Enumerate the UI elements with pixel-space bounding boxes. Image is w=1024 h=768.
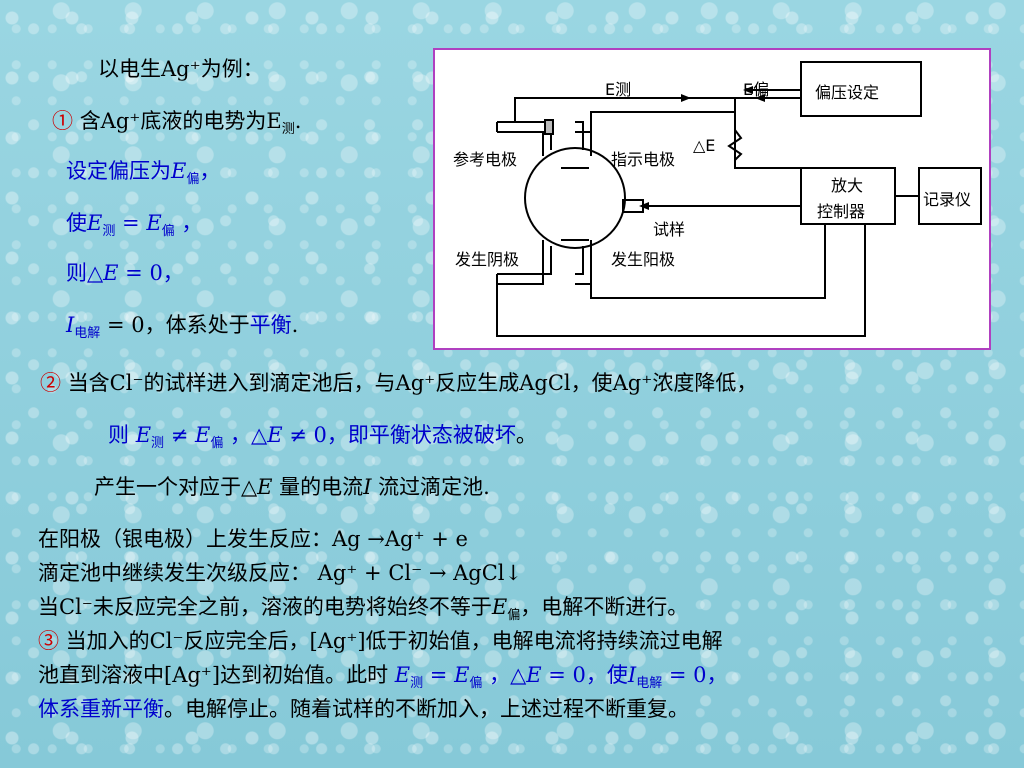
e-meas-wire xyxy=(514,97,801,122)
intro-line: 以电生Ag⁺为例： xyxy=(98,57,264,81)
sample-arrow xyxy=(639,202,649,210)
make-equal-line: 使E测 = E偏 ， xyxy=(66,211,203,239)
step-3-equilibrium-line: 池直到溶液中[Ag⁺]达到初始值。此时 E测 = E偏 ，△E = 0，使I电解… xyxy=(38,663,728,691)
step-1-line: ① 含Ag⁺底液的电势为E测. xyxy=(52,108,301,143)
circuit-drawing xyxy=(496,61,982,337)
secondary-reaction-line: 滴定池中继续发生次级反应： Ag⁺ + Cl⁻ → AgCl↓ xyxy=(38,561,523,585)
step-2-marker: ② xyxy=(40,371,61,395)
balance-line: I电解 = 0，体系处于平衡. xyxy=(66,313,299,341)
ref-electrode-label: 参考电极 xyxy=(453,150,518,169)
delta-e-zero-line: 则△E = 0， xyxy=(66,261,184,285)
coulometric-titration-diagram: E测 E偏 偏压设定 参考电极 指示电极 △E 放大 控制器 记录仪 试样 发生… xyxy=(433,48,991,350)
gen-cathode-label: 发生阴极 xyxy=(455,250,520,269)
indicator-electrode-label: 指示电极 xyxy=(611,150,676,169)
step-1-marker: ① xyxy=(52,109,73,133)
bias-setting-label: 偏压设定 xyxy=(815,83,880,102)
step-3-line: ③ 当加入的Cl⁻反应完全后，[Ag⁺]低于初始值，电解电流将持续流过电解 xyxy=(38,629,723,653)
controller-label: 控制器 xyxy=(817,202,866,221)
amp-label: 放大 xyxy=(831,176,864,195)
anode-reaction-line: 在阳极（银电极）上发生反应：Ag →Ag⁺ + e xyxy=(38,527,468,551)
step-2-line: ② 当含Cl⁻的试样进入到滴定池后，与Ag⁺反应生成AgCl，使Ag⁺浓度降低， xyxy=(40,370,757,396)
set-bias-line: 设定偏压为E偏， xyxy=(66,159,221,187)
e-meas-arrow xyxy=(681,94,691,102)
recorder-label: 记录仪 xyxy=(923,190,972,209)
electrolysis-continues-line: 当Cl⁻未反应完全之前，溶液的电势将始终不等于E偏，电解不断进行。 xyxy=(38,595,689,623)
e-bias-arrow xyxy=(743,86,753,94)
step-2-imbalance-line: 则 E测 ≠ E偏 ，△E ≠ 0，即平衡状态被破坏。 xyxy=(108,423,537,451)
titration-cell xyxy=(524,147,626,249)
gen-anode-label: 发生阳极 xyxy=(611,250,676,269)
e-meas-label: E测 xyxy=(605,80,632,99)
step-2-text: 当含Cl⁻的试样进入到滴定池后，与Ag⁺反应生成AgCl，使Ag⁺浓度降低， xyxy=(67,371,758,395)
sample-label: 试样 xyxy=(653,220,686,239)
step-3-marker: ③ xyxy=(38,629,59,653)
step-1-text: 含Ag⁺底液的电势为E测. xyxy=(79,109,302,137)
step-3-rebalance-line: 体系重新平衡。电解停止。随着试样的不断加入，上述过程不断重复。 xyxy=(38,697,689,721)
delta-e-label: △E xyxy=(693,136,716,155)
step-2-current-line: 产生一个对应于△E 量的电流I 流过滴定池. xyxy=(94,475,490,499)
e-bias-label: E偏 xyxy=(743,80,770,99)
